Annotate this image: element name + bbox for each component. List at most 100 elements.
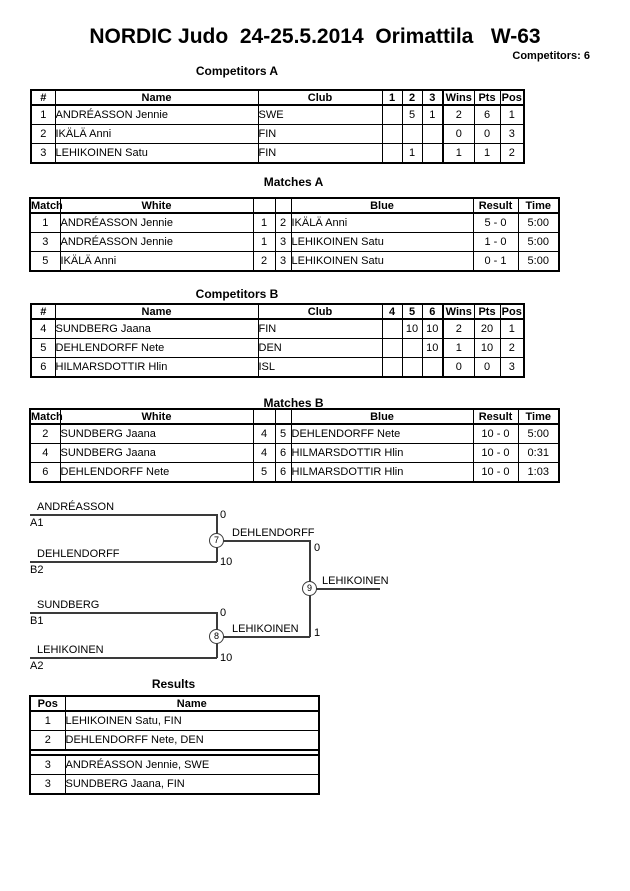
header-result: Result bbox=[472, 197, 519, 214]
cell-score2: 5 bbox=[401, 104, 423, 125]
cell-pts: 0 bbox=[473, 357, 501, 378]
cell-blue-num: 3 bbox=[274, 232, 292, 252]
header-pts: Pts bbox=[473, 89, 501, 106]
cell-pos: 3 bbox=[499, 357, 525, 378]
cell-wins: 1 bbox=[442, 143, 475, 164]
cell-blue-num: 3 bbox=[274, 251, 292, 272]
winner-label: LEHIKOINEN bbox=[322, 575, 389, 587]
cell-score3: 10 bbox=[421, 338, 444, 358]
cell-result: 0 - 1 bbox=[472, 251, 519, 272]
header-bnum bbox=[274, 197, 292, 214]
cell-pos: 3 bbox=[499, 124, 525, 144]
matches-b-table: Match White Blue Result Time 2 SUNDBERG … bbox=[29, 408, 560, 483]
result-row: 1 LEHIKOINEN Satu, FIN bbox=[29, 710, 320, 731]
player-label: ANDRÉASSON bbox=[37, 501, 115, 513]
result-row: 3 SUNDBERG Jaana, FIN bbox=[29, 774, 320, 795]
bracket-line bbox=[216, 514, 218, 562]
cell-club: SWE bbox=[257, 104, 383, 125]
cell-score2 bbox=[401, 124, 423, 144]
cell-white: ANDRÉASSON Jennie bbox=[59, 232, 254, 252]
cell-score2: 1 bbox=[401, 143, 423, 164]
cell-score3: 1 bbox=[421, 104, 444, 125]
cell-match-no: 6 bbox=[29, 462, 61, 483]
cell-result: 5 - 0 bbox=[472, 212, 519, 233]
cell-name: DEHLENDORFF Nete, DEN bbox=[64, 730, 320, 751]
score-label: 10 bbox=[220, 652, 233, 664]
cell-pos: 2 bbox=[499, 143, 525, 164]
cell-pos: 3 bbox=[29, 774, 66, 795]
cell-white-num: 1 bbox=[252, 232, 276, 252]
table-header-row: # Name Club 1 2 3 Wins Pts Pos bbox=[30, 89, 525, 106]
bracket-line bbox=[216, 540, 310, 542]
cell-score1 bbox=[381, 338, 403, 358]
header-opp1: 1 bbox=[381, 89, 403, 106]
header-num: # bbox=[30, 303, 56, 320]
bracket-line bbox=[30, 514, 217, 516]
score-label: 10 bbox=[220, 556, 233, 568]
cell-pts: 1 bbox=[473, 143, 501, 164]
cell-num: 5 bbox=[30, 338, 56, 358]
cell-pts: 20 bbox=[473, 318, 501, 339]
header-bnum bbox=[274, 408, 292, 425]
score-label: 1 bbox=[314, 627, 321, 639]
competitor-row: 6 HILMARSDOTTIR Hlin ISL 0 0 3 bbox=[30, 357, 525, 378]
header-club: Club bbox=[257, 89, 383, 106]
result-row: 3 ANDRÉASSON Jennie, SWE bbox=[29, 754, 320, 775]
cell-wins: 2 bbox=[442, 318, 475, 339]
cell-club: FIN bbox=[257, 318, 383, 339]
header-white: White bbox=[59, 408, 254, 425]
cell-blue: HILMARSDOTTIR Hlin bbox=[290, 462, 474, 483]
cell-time: 5:00 bbox=[517, 212, 560, 233]
header-wnum bbox=[252, 197, 276, 214]
seed-label: B2 bbox=[30, 564, 44, 576]
cell-white-num: 2 bbox=[252, 251, 276, 272]
separator-cell bbox=[29, 749, 320, 756]
cell-blue-num: 6 bbox=[274, 462, 292, 483]
cell-name: SUNDBERG Jaana, FIN bbox=[64, 774, 320, 795]
header-pos: Pos bbox=[499, 89, 525, 106]
result-row: 2 DEHLENDORFF Nete, DEN bbox=[29, 730, 320, 751]
bracket-line bbox=[30, 561, 217, 563]
cell-result: 10 - 0 bbox=[472, 423, 519, 444]
bracket-line bbox=[309, 540, 311, 637]
cell-pos: 2 bbox=[499, 338, 525, 358]
header-pos: Pos bbox=[29, 695, 66, 712]
competitors-count-label: Competitors: 6 bbox=[512, 50, 590, 62]
header-time: Time bbox=[517, 197, 560, 214]
header-opp3: 3 bbox=[421, 89, 444, 106]
cell-wins: 1 bbox=[442, 338, 475, 358]
winner-label: LEHIKOINEN bbox=[232, 623, 299, 635]
header-match: Match bbox=[29, 408, 63, 425]
cell-score3 bbox=[421, 357, 444, 378]
cell-wins: 2 bbox=[442, 104, 475, 125]
cell-blue: HILMARSDOTTIR Hlin bbox=[290, 443, 474, 463]
cell-score3 bbox=[421, 124, 444, 144]
section-title-results: Results bbox=[151, 677, 196, 691]
cell-name: SUNDBERG Jaana bbox=[54, 318, 259, 339]
score-label: 0 bbox=[220, 509, 227, 521]
section-title-competitors-b: Competitors B bbox=[195, 287, 279, 301]
header-opp6: 6 bbox=[421, 303, 444, 320]
page-title: NORDIC Judo 24-25.5.2014 Orimattila W-63 bbox=[89, 25, 541, 48]
cell-score1 bbox=[381, 143, 403, 164]
match-row: 6 DEHLENDORFF Nete 5 6 HILMARSDOTTIR Hli… bbox=[29, 462, 560, 483]
cell-match-no: 3 bbox=[29, 232, 61, 252]
cell-pts: 6 bbox=[473, 104, 501, 125]
header-name: Name bbox=[54, 89, 259, 106]
competitor-row: 5 DEHLENDORFF Nete DEN 10 1 10 2 bbox=[30, 338, 525, 358]
header-name: Name bbox=[64, 695, 320, 712]
cell-white: SUNDBERG Jaana bbox=[59, 443, 254, 463]
seed-label: A2 bbox=[30, 660, 44, 672]
cell-score2 bbox=[401, 357, 423, 378]
cell-num: 2 bbox=[30, 124, 56, 144]
bracket-line bbox=[30, 657, 217, 659]
cell-club: ISL bbox=[257, 357, 383, 378]
cell-pos: 1 bbox=[499, 104, 525, 125]
cell-score1 bbox=[381, 357, 403, 378]
cell-pos: 1 bbox=[29, 710, 66, 731]
header-time: Time bbox=[517, 408, 560, 425]
cell-match-no: 4 bbox=[29, 443, 61, 463]
cell-white: DEHLENDORFF Nete bbox=[59, 462, 254, 483]
section-title-matches-b: Matches B bbox=[263, 396, 324, 410]
